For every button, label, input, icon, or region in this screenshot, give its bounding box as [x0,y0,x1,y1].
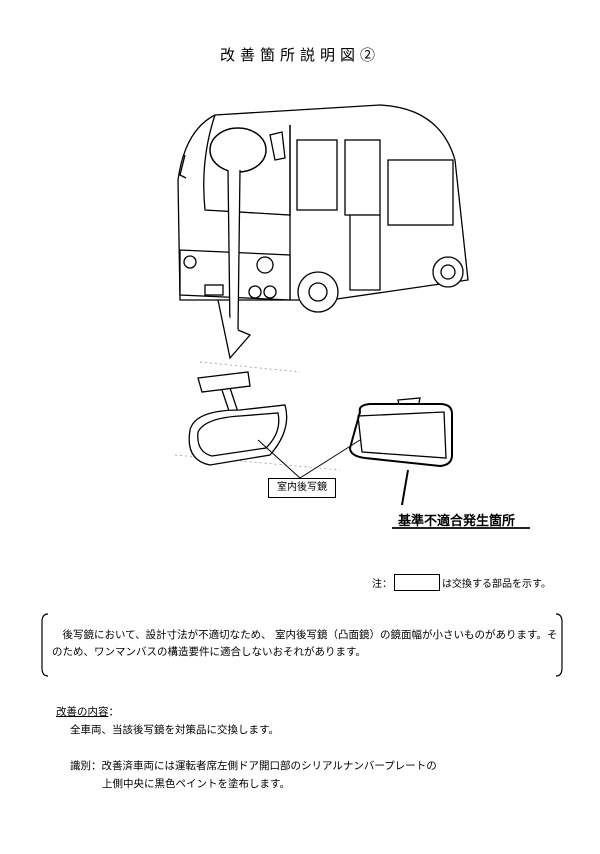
legend-note: 注： は交換する部品を示す。 [372,574,551,591]
remedy-heading-text: 改善の内容 [56,706,109,718]
bus-drawing [177,104,469,313]
description-bracket [41,613,563,677]
new-mirror-drawing [348,397,453,468]
old-mirror-drawing [188,371,288,466]
note-prefix: 注： [372,579,392,590]
identification-line-1: 識別：改善済車両には運転者席左側ドア開口部のシリアルナンバープレートの [70,760,437,772]
remedy-heading-colon: ： [108,706,120,718]
defect-description: 後写鏡において、設計寸法が不適切なため、 室内後写鏡（凸面鏡）の鏡面幅が小さいも… [52,629,558,658]
mirror-highlight-circle [209,127,267,173]
nonconformity-location-label: 基準不適合発生箇所 [398,514,516,529]
remedy-heading: 改善の内容： [56,704,119,719]
part-label-interior-mirror: 室内後写鏡 [268,478,336,498]
remedy-content: 全車両、当該後写鏡を対策品に交換します。 [70,724,279,736]
bus-mirror-illustration [174,104,530,529]
legend-box [394,574,440,591]
identification-line-2: 上側中央に黒色ペイントを塗布します。 [102,778,290,790]
pointer-arrow [217,169,252,360]
page-title: 改善箇所説明図② [219,46,380,64]
note-suffix: は交換する部品を示す。 [442,579,551,590]
